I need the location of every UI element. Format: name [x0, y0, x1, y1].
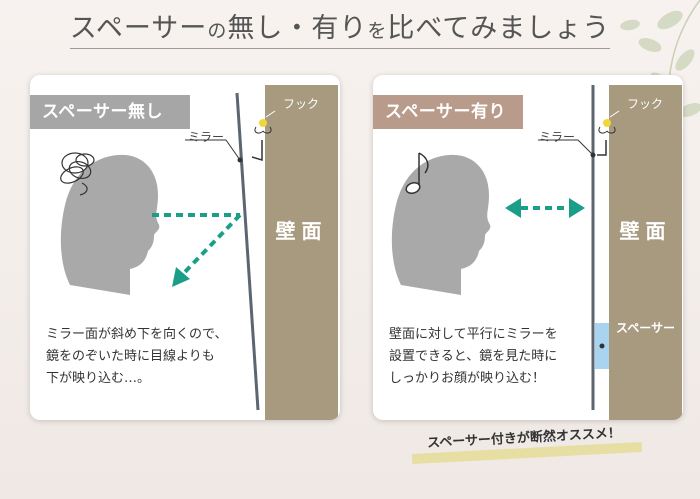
wall: 壁面: [265, 85, 338, 420]
badge-without-spacer: スペーサー無し: [30, 95, 190, 129]
hook-label: フック: [627, 97, 664, 111]
page-title: スペーサーの無し・有りを比べてみましょう: [69, 13, 611, 44]
mirror-label: ミラー: [539, 130, 576, 144]
description-without-spacer: ミラー面が斜め下を向くので、 鏡をのぞいた時に目線よりも 下が映り込む…。: [46, 327, 228, 386]
head-silhouette: [391, 154, 491, 295]
panel-without-spacer: スペーサー無し 壁面 フック ミラ: [30, 75, 340, 420]
confused-scribble-icon: [60, 152, 95, 196]
title-underline: [70, 48, 610, 49]
hook-label: フック: [283, 97, 320, 111]
diagram-without-spacer: [60, 92, 276, 411]
description-with-spacer: 壁面に対して平行にミラーを 設置できると、鏡を見た時に しっかりお顔が映り込む！: [389, 327, 558, 386]
wall-label: 壁面: [275, 219, 328, 243]
diagram-with-spacer: [391, 85, 620, 410]
spacer-label: スペーサー: [616, 321, 675, 335]
head-silhouette: [60, 154, 160, 295]
wall-label: 壁面: [619, 219, 672, 243]
badge-with-spacer: スペーサー有り: [373, 95, 523, 129]
music-note-icon: [405, 152, 429, 195]
mirror-label: ミラー: [188, 130, 225, 144]
panel-with-spacer: スペーサー有り 壁面 スペーサー フック ミラー 壁面: [373, 75, 683, 420]
wall: 壁面: [609, 85, 682, 420]
